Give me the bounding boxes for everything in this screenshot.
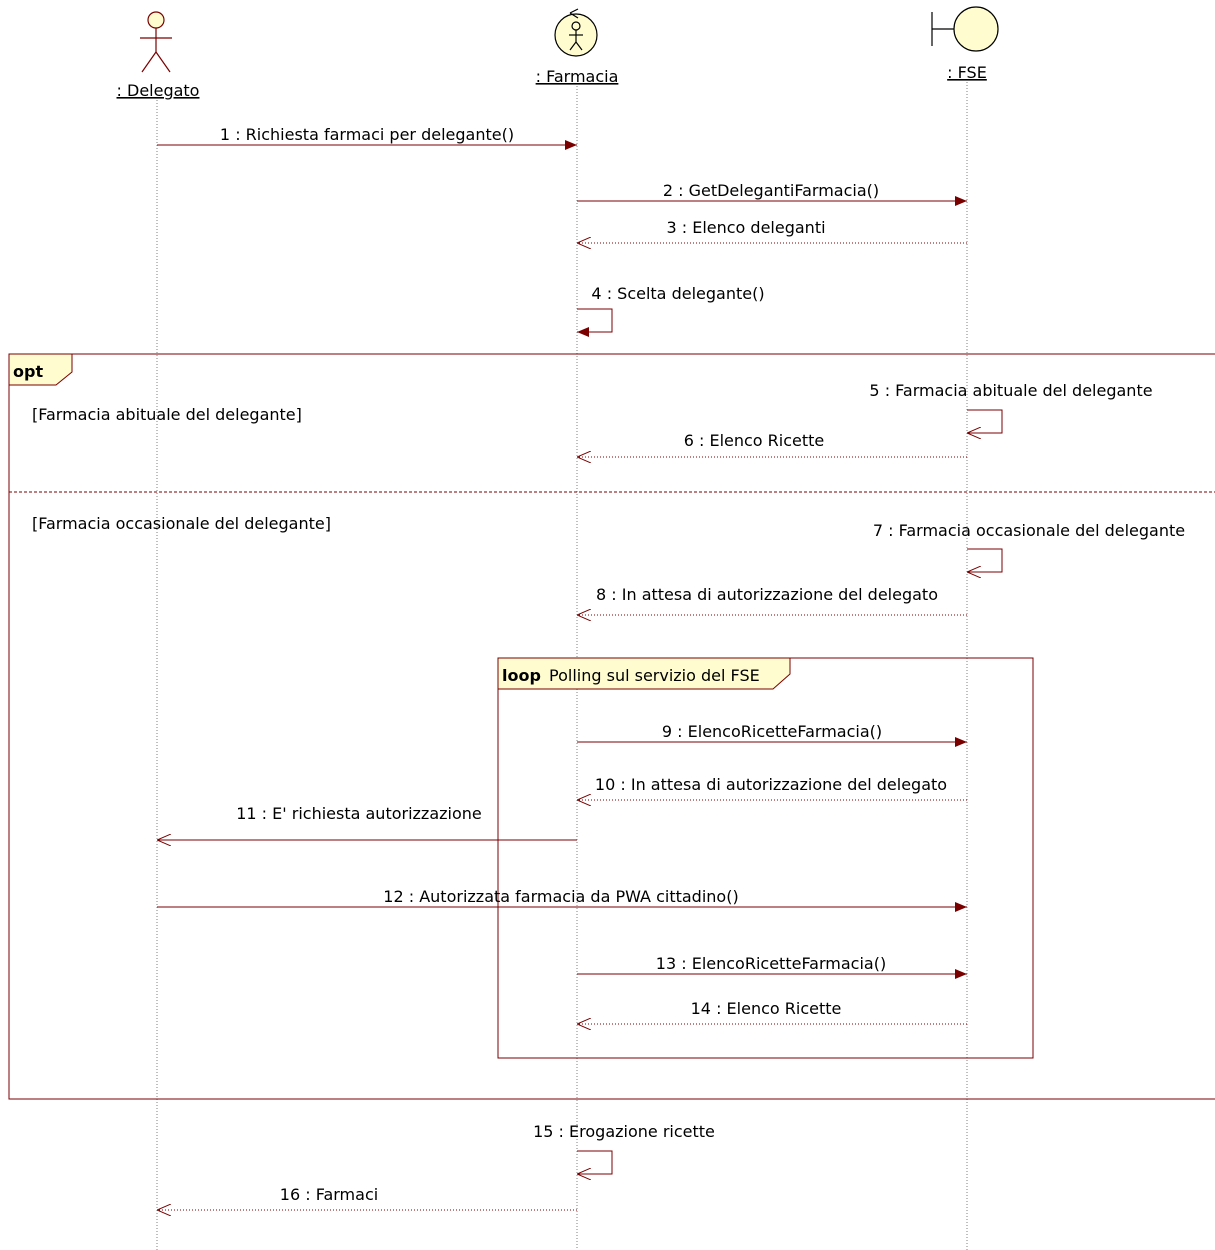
message-5-label: 5 : Farmacia abituale del delegante bbox=[869, 381, 1152, 400]
message-15-arrow bbox=[577, 1150, 613, 1174]
message-1-label: 1 : Richiesta farmaci per delegante() bbox=[220, 125, 514, 144]
message-5-arrow bbox=[967, 409, 1003, 433]
message-3[interactable]: 3 : Elenco deleganti bbox=[577, 218, 967, 243]
message-12[interactable]: 12 : Autorizzata farmacia da PWA cittadi… bbox=[157, 887, 967, 912]
fse-lifeline-head[interactable]: : FSE bbox=[931, 6, 999, 82]
message-13-label: 13 : ElencoRicetteFarmacia() bbox=[656, 954, 886, 973]
message-5[interactable]: 5 : Farmacia abituale del delegante bbox=[869, 381, 1153, 433]
message-4[interactable]: 4 : Scelta delegante() bbox=[577, 284, 765, 337]
lifeline-label-delegato: : Delegato bbox=[117, 81, 200, 100]
loop-frame-heading: loop Polling sul servizio del FSE bbox=[502, 666, 760, 685]
loop-frame-tab bbox=[497, 657, 791, 690]
lifeline-label-fse: : FSE bbox=[947, 63, 987, 82]
message-9[interactable]: 9 : ElencoRicetteFarmacia() bbox=[577, 722, 967, 747]
message-1[interactable]: 1 : Richiesta farmaci per delegante() bbox=[157, 125, 577, 150]
loop-frame-border bbox=[497, 657, 1034, 1059]
loop-fragment[interactable]: loop Polling sul servizio del FSE bbox=[497, 657, 1034, 1059]
loop-label: Polling sul servizio del FSE bbox=[549, 666, 760, 685]
message-8-label: 8 : In attesa di autorizzazione del dele… bbox=[596, 585, 938, 604]
message-8[interactable]: 8 : In attesa di autorizzazione del dele… bbox=[577, 585, 967, 615]
message-11-label: 11 : E' richiesta autorizzazione bbox=[236, 804, 482, 823]
message-6-label: 6 : Elenco Ricette bbox=[684, 431, 825, 450]
opt-fragment[interactable]: opt [Farmacia abituale del delegante] [F… bbox=[8, 353, 1215, 1100]
message-2-label: 2 : GetDelegantiFarmacia() bbox=[663, 181, 879, 200]
message-16[interactable]: 16 : Farmaci bbox=[157, 1185, 577, 1210]
opt-frame-tab bbox=[8, 353, 73, 386]
message-4-label: 4 : Scelta delegante() bbox=[591, 284, 764, 303]
message-12-label: 12 : Autorizzata farmacia da PWA cittadi… bbox=[383, 887, 738, 906]
message-7-arrow bbox=[967, 548, 1003, 572]
message-7[interactable]: 7 : Farmacia occasionale del delegante bbox=[873, 521, 1185, 572]
message-13[interactable]: 13 : ElencoRicetteFarmacia() bbox=[577, 954, 967, 979]
message-7-label: 7 : Farmacia occasionale del delegante bbox=[873, 521, 1185, 540]
delegato-lifeline-head[interactable]: : Delegato bbox=[117, 11, 200, 100]
message-11[interactable]: 11 : E' richiesta autorizzazione bbox=[157, 804, 577, 840]
opt-guard-occasionale: [Farmacia occasionale del delegante] bbox=[32, 514, 331, 533]
opt-keyword: opt bbox=[13, 362, 43, 381]
message-15[interactable]: 15 : Erogazione ricette bbox=[533, 1122, 715, 1174]
message-14-label: 14 : Elenco Ricette bbox=[691, 999, 842, 1018]
message-14[interactable]: 14 : Elenco Ricette bbox=[577, 999, 967, 1024]
actor-stick-figure-icon bbox=[140, 11, 172, 73]
control-actor-icon bbox=[554, 8, 598, 57]
farmacia-lifeline-head[interactable]: : Farmacia bbox=[536, 8, 619, 86]
message-10[interactable]: 10 : In attesa di autorizzazione del del… bbox=[577, 775, 967, 800]
message-10-label: 10 : In attesa di autorizzazione del del… bbox=[595, 775, 947, 794]
message-6[interactable]: 6 : Elenco Ricette bbox=[577, 431, 967, 457]
opt-guard-abituale: [Farmacia abituale del delegante] bbox=[32, 405, 302, 424]
message-4-arrow bbox=[577, 308, 613, 337]
message-3-label: 3 : Elenco deleganti bbox=[666, 218, 825, 237]
message-9-label: 9 : ElencoRicetteFarmacia() bbox=[662, 722, 882, 741]
lifeline-label-farmacia: : Farmacia bbox=[536, 67, 619, 86]
message-16-label: 16 : Farmaci bbox=[280, 1185, 378, 1204]
message-2[interactable]: 2 : GetDelegantiFarmacia() bbox=[577, 181, 967, 206]
boundary-icon bbox=[931, 6, 999, 52]
message-15-label: 15 : Erogazione ricette bbox=[533, 1122, 715, 1141]
loop-keyword: loop bbox=[502, 666, 541, 685]
opt-frame-border bbox=[8, 353, 1215, 1100]
